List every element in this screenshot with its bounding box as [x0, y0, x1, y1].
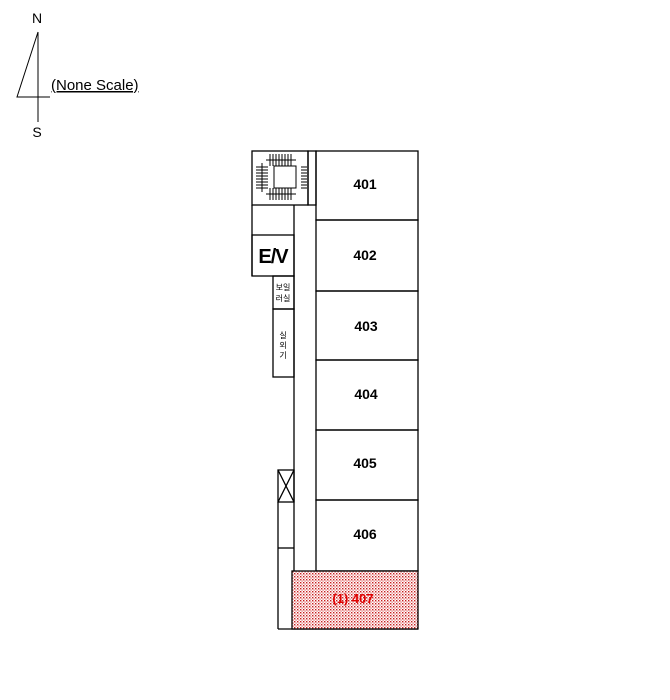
room-403-label: 403: [354, 318, 378, 334]
room-405-label: 405: [353, 455, 377, 471]
duct-box: [277, 469, 295, 503]
south-label: S: [32, 124, 41, 140]
room-407-box[interactable]: [291, 570, 419, 630]
outdoor-unit-label-1: 실: [279, 330, 286, 340]
boiler-room-box: [272, 275, 295, 310]
compass: N S (None Scale): [16, 10, 139, 140]
room-401-label: 401: [353, 176, 377, 192]
boiler-room-label-1: 보일: [276, 283, 291, 292]
scale-note: (None Scale): [51, 77, 139, 94]
room-402-label: 402: [353, 247, 377, 263]
stairwell: [251, 150, 309, 206]
room-407-label: (1) 407: [332, 591, 373, 606]
stair-side-wall: [307, 150, 317, 206]
building: [251, 150, 419, 630]
stairs-icon: [256, 154, 307, 200]
duct-cross-b: [277, 469, 295, 503]
north-label: N: [32, 10, 42, 26]
outdoor-unit-label-2: 외: [279, 340, 286, 350]
room-404-label: 404: [354, 386, 378, 402]
room-406-label: 406: [353, 526, 377, 542]
boiler-room-label-2: 러실: [276, 293, 291, 303]
outdoor-unit-label-3: 기: [279, 351, 286, 360]
compass-arrow-icon: [16, 31, 50, 98]
elevator-label: E/V: [258, 246, 289, 268]
